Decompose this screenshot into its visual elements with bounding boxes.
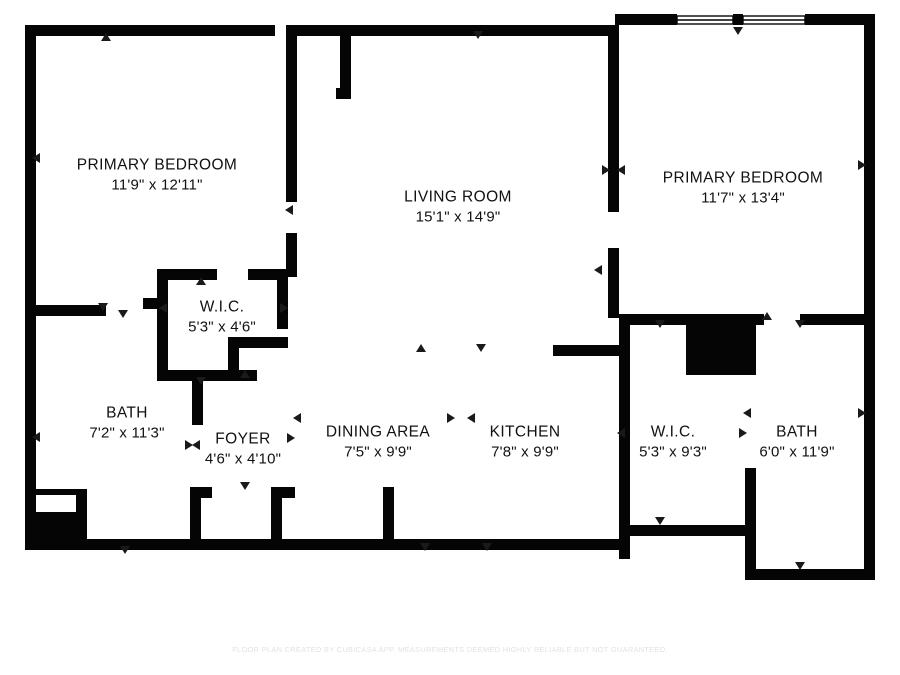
wall-foyer-lower-vert [190, 487, 201, 550]
wall-dining-left-top-stub [271, 487, 295, 498]
door-marker-foyer-west-a [185, 440, 193, 450]
wall-wic-bath-divider-lower [745, 468, 756, 580]
wall-closet-bottom-right-stub [336, 88, 351, 99]
door-marker-bath-left-bottom [120, 546, 130, 554]
wall-outer-right [864, 14, 875, 580]
door-marker-dining-west [293, 413, 301, 423]
door-marker-wic-inner-bottom [240, 370, 250, 378]
wall-living-left-lower [286, 233, 297, 277]
door-marker-bedroom-left-side [32, 153, 40, 163]
wall-outer-left [25, 25, 36, 550]
wall-living-right-lower [608, 248, 619, 318]
wall-wic-left-right-vert [277, 269, 288, 329]
wall-wic-inner-horiz [228, 337, 288, 348]
door-marker-bedroom-right-bottom [655, 320, 665, 328]
door-marker-bedroom-left-top [101, 33, 111, 41]
door-marker-bedroom-right-top [733, 27, 743, 35]
wall-top-right-a [615, 14, 677, 25]
wall-closet-top-right-vert [340, 25, 351, 95]
door-marker-bedroom-right-east [858, 160, 866, 170]
door-marker-bedroom-left-bottom [98, 303, 108, 311]
wall-right-bedroom-bottom [619, 314, 764, 325]
wall-bottom-left [25, 539, 200, 550]
door-marker-wic-right-east [739, 428, 747, 438]
footer-attribution-note: FLOOR PLAN CREATED BY CUBICASA APP. MEAS… [232, 645, 668, 654]
door-marker-foyer-west-b [192, 440, 200, 450]
door-marker-kitchen-top-b [476, 344, 486, 352]
window-group [676, 15, 806, 25]
window-top-right-1 [676, 15, 734, 25]
wall-wic-left-top [157, 269, 217, 280]
solid-block-right-wing [686, 325, 746, 375]
wall-wic-left-door-stub [143, 298, 159, 309]
wall-right-wing-left-vert [619, 314, 630, 536]
wall-living-left-upper [286, 36, 297, 202]
door-marker-bath-right-east [858, 408, 866, 418]
door-marker-kitchen-bottom [482, 543, 492, 551]
wall-group [25, 14, 875, 580]
wall-wic-left-bottom [157, 370, 257, 381]
door-marker-kitchen-top-a [416, 344, 426, 352]
door-marker-living-west [285, 205, 293, 215]
door-marker-wic-right-bottom [655, 517, 665, 525]
door-marker-top-window-right [762, 312, 772, 320]
wall-wic-left-top-right [248, 269, 288, 280]
door-marker-bedroom-right-west [617, 165, 625, 175]
wall-foyer-left-vert [192, 370, 203, 425]
wall-top-right-mullion [733, 14, 743, 25]
door-marker-dining-east [447, 413, 455, 423]
wall-top-left [25, 25, 275, 36]
wall-wic-left-vert [157, 269, 168, 381]
door-marker-kitchen-west [467, 413, 475, 423]
wall-closet-top-horiz [286, 25, 351, 36]
wall-bath-right-bottom [745, 569, 875, 580]
wall-top-center [340, 25, 615, 36]
wall-dining-right-vert [383, 487, 394, 550]
wall-right-bedroom-bottom-b [800, 314, 864, 325]
door-marker-foyer-bottom [240, 482, 250, 490]
door-marker-bath-right-bottom [795, 562, 805, 570]
door-marker-foyer-east [287, 433, 295, 443]
door-marker-living-east-lower [594, 265, 602, 275]
door-marker-group [32, 27, 866, 570]
wall-dining-left-vert [271, 487, 282, 550]
solid-block-bottom-left-top [76, 489, 87, 519]
wall-wic-bath-divider-upper [745, 325, 756, 375]
window-top-right-2 [742, 15, 806, 25]
door-marker-bath-right-top [795, 320, 805, 328]
wall-wic-inner-vert [228, 337, 239, 381]
wall-bottom-center [190, 539, 620, 550]
door-marker-living-east [602, 165, 610, 175]
wall-top-right-b [805, 14, 875, 25]
wall-right-wing-lower-stub [619, 525, 630, 559]
door-marker-wic-right-west [617, 428, 625, 438]
door-marker-wic-left-west [159, 303, 167, 313]
door-marker-wic-left-top [196, 277, 206, 285]
door-marker-bath-left-entry [118, 310, 128, 318]
wall-bedroom-bath-divider [36, 305, 106, 316]
door-marker-wic-left-bottom [196, 377, 206, 385]
door-marker-wic-left-east [280, 303, 288, 313]
door-marker-living-top [473, 31, 483, 39]
wall-living-right-upper [608, 25, 619, 212]
door-marker-bath-left-side [32, 432, 40, 442]
solid-block-bottom-left-edge [25, 489, 87, 495]
wall-kitchen-top-stub [553, 345, 619, 356]
door-marker-dining-bottom [420, 543, 430, 551]
door-marker-bath-right-west [743, 408, 751, 418]
wall-wic-right-bottom [619, 525, 747, 536]
